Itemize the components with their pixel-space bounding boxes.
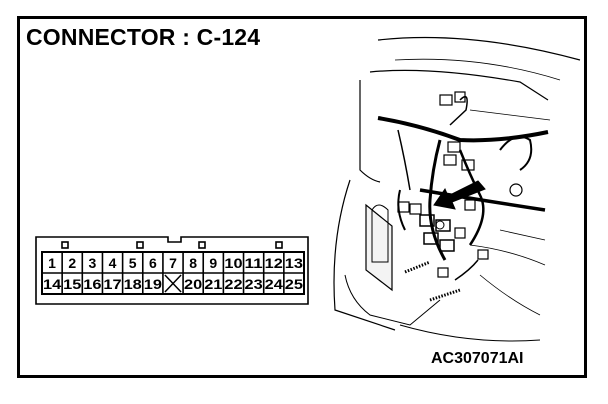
empty-pin-marker: [164, 274, 182, 293]
pin-label: 17: [103, 276, 121, 292]
pin-label: 13: [285, 255, 303, 271]
pin-label: 7: [169, 255, 177, 271]
pin-label: 4: [109, 255, 117, 271]
diagram-frame: [17, 16, 587, 378]
pin-label: 21: [204, 276, 222, 292]
connector-face: [35, 236, 309, 305]
pin-label: 24: [265, 276, 283, 292]
pin-label: 23: [245, 276, 263, 292]
connector-title: CONNECTOR : C-124: [26, 24, 261, 50]
pin-label: 25: [285, 276, 303, 292]
pin-label: 9: [209, 255, 217, 271]
pin-label: 6: [149, 255, 157, 271]
pin-label: 1: [48, 255, 56, 271]
pin-label: 19: [144, 276, 162, 292]
pin-label: 8: [189, 255, 197, 271]
pin-label: 22: [224, 276, 242, 292]
figure-code: AC307071AI: [431, 350, 524, 367]
vehicle-console-illustration: [333, 36, 581, 342]
pin-label: 20: [184, 276, 202, 292]
pin-label: 14: [43, 276, 61, 292]
pin-label: 5: [129, 255, 137, 271]
pin-label: 12: [265, 255, 283, 271]
pin-label: 16: [83, 276, 101, 292]
pin-label: 18: [124, 276, 142, 292]
locator-arrow: [433, 180, 486, 210]
pin-label: 10: [224, 255, 242, 271]
pin-label: 3: [88, 255, 96, 271]
pin-label: 15: [63, 276, 81, 292]
pin-label: 2: [68, 255, 76, 271]
pin-label: 11: [245, 255, 263, 271]
